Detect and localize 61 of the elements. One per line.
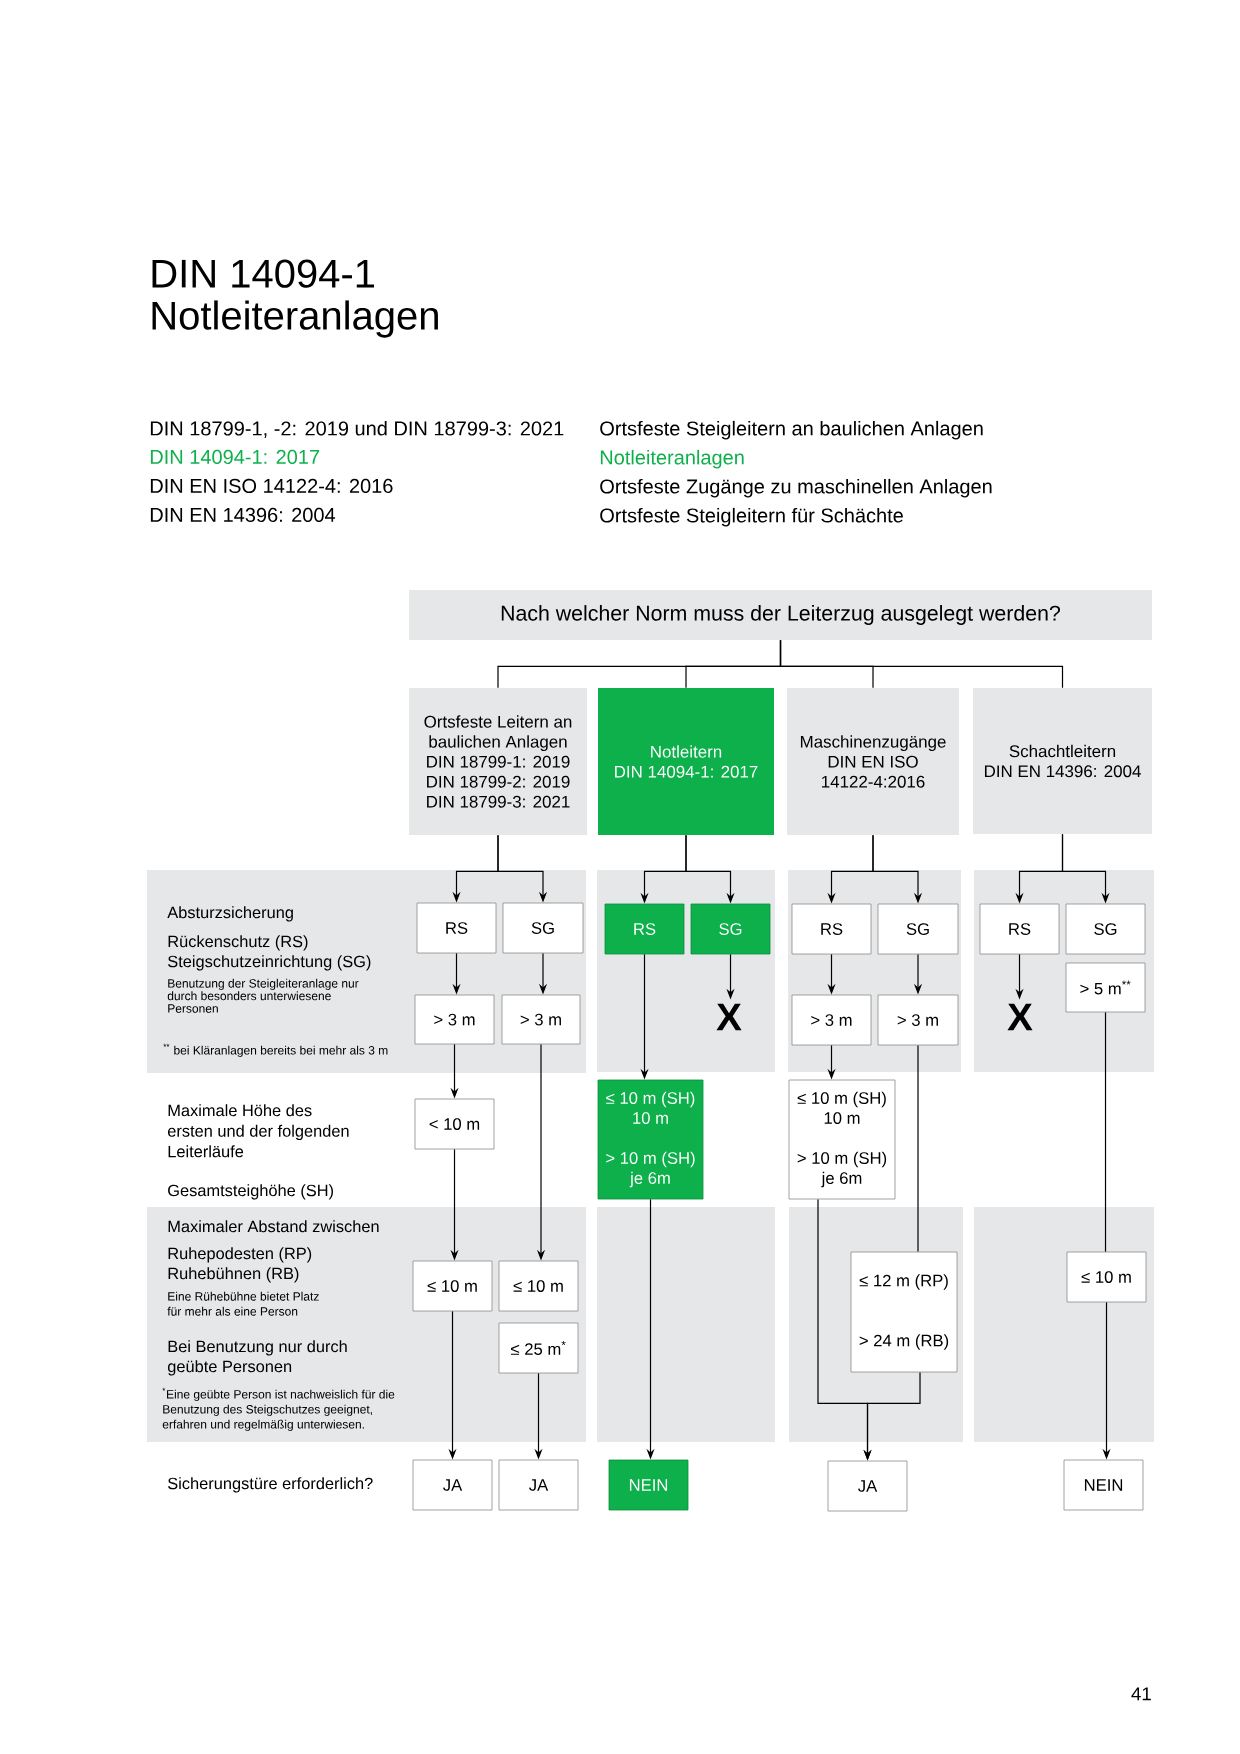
option-box: RS	[604, 903, 685, 955]
condition-box: ≤ 10 m	[498, 1260, 579, 1312]
note-text: Benutzung der Steigleiteranlage nur durch besonders unterwiesene Personen	[167, 978, 359, 1013]
row-heading: Bei Benutzung nur durch geübte Personen	[167, 1340, 347, 1376]
option-box: RS	[416, 902, 497, 954]
condition-box: ≤ 10 m (SH) 10 m > 10 m (SH) je 6m	[788, 1079, 896, 1200]
x-mark: X	[716, 1003, 742, 1031]
condition-box: ≤ 10 m	[1066, 1251, 1147, 1303]
option-box: RS	[791, 903, 872, 955]
footnote-text: $^{**}$ bei Kläranlagen bereits bei mehr als 3 m	[163, 1043, 388, 1057]
condition-box: ≤ 10 m	[412, 1260, 493, 1312]
definition-text: Steigschutzeinrichtung (SG)	[168, 955, 371, 971]
norm-title: Ortsfeste Steigleitern für Schächte	[600, 507, 903, 527]
condition-box: > 3 m	[877, 994, 959, 1046]
row-label: Maximale Höhe des ersten und der folgenden Leiterläufe	[167, 1104, 349, 1158]
condition-box: > 3 m	[791, 994, 872, 1046]
row-label: Gesamtsteighöhe (SH)	[168, 1184, 333, 1200]
condition-box: > 3 m	[501, 994, 581, 1045]
norm-number: DIN 18799-1, -2: 2019 und DIN 18799-3: 2021	[150, 420, 564, 438]
definition-text: Rückenschutz (RS)	[168, 935, 308, 951]
connector-line	[917, 1044, 919, 1253]
norm-title: Ortsfeste Zugänge zu maschinellen Anlagen	[600, 478, 992, 498]
result-box: NEIN	[1063, 1459, 1144, 1511]
condition-box: ≤ 10 m (SH) 10 m > 10 m (SH) je 6m	[597, 1079, 704, 1200]
condition-box: > 3 m	[414, 994, 495, 1045]
result-box: JA	[498, 1459, 579, 1511]
norm-number: DIN EN 14396: 2004	[150, 507, 336, 523]
option-box: SG	[877, 903, 959, 955]
page-title: DIN 14094-1 Notleiteranlagen	[152, 259, 438, 338]
result-box: NEIN	[608, 1459, 689, 1511]
question-box: Nach welcher Norm muss der Leiterzug ausgelegt werden?	[409, 590, 1152, 640]
footnote-text: $^{*}$Eine geübte Person ist nachweislich für die Benutzung des Steigschutzes geeignet, erfahren und regelmäßig unterwiesen.	[162, 1387, 395, 1431]
condition-box: ≤ 12 m (RP) > 24 m (RB)	[850, 1251, 958, 1373]
note-text: Eine Rühebühne bietet Platz für mehr als eine Person	[167, 1291, 319, 1316]
option-box: SG	[502, 902, 584, 954]
x-mark: X	[1007, 1003, 1033, 1031]
row-label: Sicherungstüre erforderlich?	[168, 1477, 373, 1493]
row-heading: Maximaler Abstand zwischen	[168, 1220, 379, 1233]
category-box: Maschinenzugänge DIN EN ISO 14122-4:2016	[787, 688, 959, 835]
category-box: Notleitern DIN 14094-1: 2017	[598, 688, 774, 835]
condition-box: ≤ 25 m$^{*}$	[498, 1322, 579, 1374]
norm-title: Ortsfeste Steigleitern an baulichen Anlagen	[600, 420, 983, 440]
category-box: Schachtleitern DIN EN 14396: 2004	[973, 688, 1152, 834]
condition-box: < 10 m	[414, 1098, 495, 1150]
option-box: SG	[1065, 903, 1146, 955]
norm-number: DIN 14094-1: 2017	[150, 449, 320, 465]
definition-text: Ruhebühnen (RB)	[168, 1267, 299, 1283]
norm-number: DIN EN ISO 14122-4: 2016	[150, 478, 393, 494]
option-box: SG	[690, 903, 771, 955]
page-number: 41	[1131, 1687, 1151, 1701]
result-box: JA	[412, 1459, 493, 1511]
result-box: JA	[827, 1460, 908, 1512]
option-box: RS	[979, 903, 1060, 955]
norm-title: Notleiteranlagen	[600, 449, 744, 469]
connector-line	[779, 639, 1064, 689]
category-box: Ortsfeste Leitern an baulichen Anlagen DIN 18799-1: 2019 DIN 18799-2: 2019 DIN 18799-3: 2021	[409, 688, 587, 835]
row-band	[974, 1207, 1154, 1442]
connector-line	[1104, 1011, 1107, 1253]
condition-box: > 5 m$^{**}$	[1065, 962, 1146, 1013]
definition-text: Ruhepodesten (RP)	[168, 1247, 312, 1263]
row-heading: Absturzsicherung	[167, 906, 293, 922]
